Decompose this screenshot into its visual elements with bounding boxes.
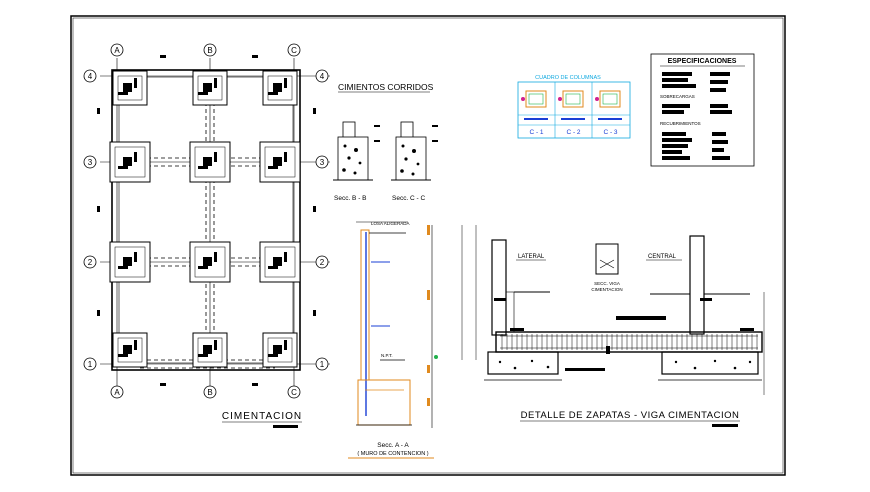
- footing-beam-detail: LATERAL CENTRAL SECC.: [461, 225, 765, 427]
- wall-section-title: Secc. A - A: [377, 442, 409, 449]
- beam-section-label: SECC. VIGA: [594, 281, 620, 286]
- column-type-cell: C - 1: [521, 90, 548, 136]
- grid-bubble-col: A: [110, 43, 124, 57]
- beam-section-label-2: CIMENTACION: [591, 287, 622, 292]
- grid-bubble-row: 4: [315, 69, 329, 83]
- grid-bubble-label: 3: [320, 158, 325, 167]
- footing: [192, 70, 228, 106]
- grid-bubble-col: B: [203, 43, 217, 57]
- column-table-title: CUADRO DE COLUMNAS: [535, 75, 601, 81]
- grid-bubble-label: 4: [320, 72, 325, 81]
- central-label: CENTRAL: [648, 254, 677, 260]
- grid-bubble-label: A: [114, 46, 120, 55]
- footing: [262, 332, 298, 368]
- column-type-label: C - 2: [566, 129, 580, 136]
- lateral-label: LATERAL: [518, 254, 545, 260]
- grid-bubble-row: 1: [83, 357, 97, 371]
- inner-frame: [72, 17, 784, 474]
- grid-bubble-col: C: [287, 43, 301, 57]
- footing: [259, 241, 301, 283]
- specs-subtitle-1: SOBRECARGAS: [660, 94, 695, 99]
- grid-bubble-row: 1: [315, 357, 329, 371]
- grid-bubble-label: 3: [88, 158, 93, 167]
- column-type-label: C - 3: [603, 129, 617, 136]
- grid-bubble-row: 4: [83, 69, 97, 83]
- footing: [112, 70, 148, 106]
- section-c-label: Secc. C - C: [392, 195, 426, 202]
- retaining-wall-section: LOSA ALIGERADA N.P.T. Secc. A - A ( MURO…: [348, 221, 438, 459]
- column-schedule: CUADRO DE COLUMNAS C - 1 C - 2 C - 3: [517, 75, 631, 139]
- section-b-drawing: [333, 121, 380, 181]
- grid-bubble-row: 3: [315, 155, 329, 169]
- grid-bubble-label: 2: [320, 258, 325, 267]
- plan-title: CIMENTACION: [222, 411, 302, 422]
- grid-bubble-label: 1: [320, 360, 325, 369]
- grid-bubble-col: B: [203, 385, 217, 399]
- left-dimension-chain: [461, 225, 477, 360]
- grid-bubble-row: 3: [83, 155, 97, 169]
- wall-section-subtitle: ( MURO DE CONTENCION ): [357, 451, 428, 457]
- npt-label: N.P.T.: [381, 353, 393, 358]
- column-type-label: C - 1: [529, 129, 543, 136]
- column-type-cell: C - 3: [595, 90, 622, 136]
- grid-bubble-label: 1: [88, 360, 93, 369]
- section-b-label: Secc. B - B: [334, 195, 367, 202]
- footing: [189, 241, 231, 283]
- grid-bubble-label: B: [207, 46, 212, 55]
- grid-bubble-label: A: [114, 388, 120, 397]
- grid-bubble-row: 2: [83, 255, 97, 269]
- strip-footing-title: CIMIENTOS CORRIDOS: [338, 82, 434, 92]
- specs-title: ESPECIFICACIONES: [668, 58, 737, 65]
- section-c-drawing: [391, 121, 438, 181]
- strip-footing-details: CIMIENTOS CORRIDOS Secc. B - B Secc.: [333, 82, 438, 202]
- footing: [262, 70, 298, 106]
- grid-bubble-col: A: [110, 385, 124, 399]
- detail-title: DETALLE DE ZAPATAS - VIGA CIMENTACION: [521, 410, 740, 421]
- specifications-panel: ESPECIFICACIONES SOBRECARGAS RECUBRIMIEN…: [650, 53, 755, 167]
- grid-bubble-label: 4: [88, 72, 93, 81]
- column-type-cell: C - 2: [558, 90, 585, 136]
- footing: [259, 141, 301, 183]
- specs-subtitle-2: RECUBRIMIENTOS: [660, 121, 701, 126]
- grid-bubble-label: 2: [88, 258, 93, 267]
- grid-bubble-label: C: [291, 388, 297, 397]
- footing: [189, 141, 231, 183]
- grid-bubble-label: C: [291, 46, 297, 55]
- footing: [109, 141, 151, 183]
- footing: [192, 332, 228, 368]
- foundation-plan: A A B B C C 4 4 3 3 2 2 1 1 CIMENTACION: [83, 43, 330, 428]
- footing: [109, 241, 151, 283]
- slab-label: LOSA ALIGERADA: [371, 221, 410, 226]
- outer-frame: [70, 15, 786, 476]
- grid-bubble-col: C: [287, 385, 301, 399]
- grid-bubble-row: 2: [315, 255, 329, 269]
- grid-bubble-label: B: [207, 388, 212, 397]
- footing: [112, 332, 148, 368]
